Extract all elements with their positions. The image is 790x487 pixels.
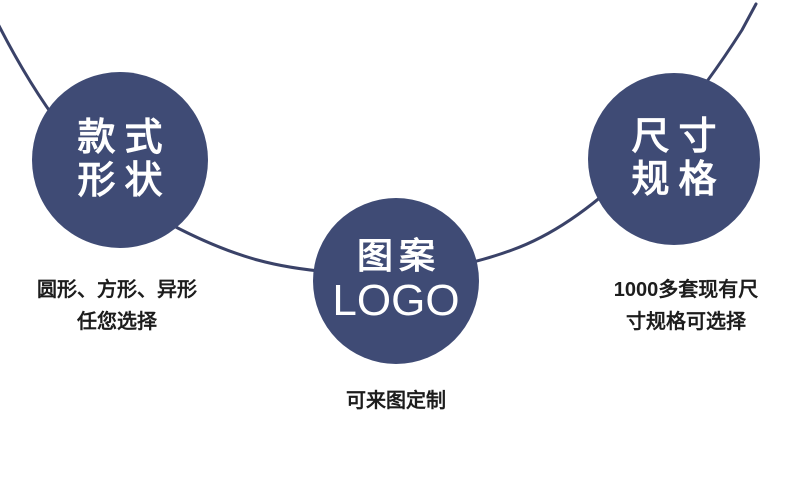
caption-style: 圆形、方形、异形 任您选择 [8, 274, 226, 339]
caption-pattern-line-1: 可来图定制 [346, 390, 446, 412]
node-pattern-line-1: 图案 [356, 235, 441, 277]
caption-size-line-2: 寸规格可选择 [626, 311, 746, 334]
caption-style-line-2: 任您选择 [77, 311, 157, 334]
node-style-line-1: 款式 [77, 117, 172, 160]
node-pattern[interactable]: 图案 LOGO [313, 198, 479, 364]
caption-size: 1000多套现有尺 寸规格可选择 [586, 274, 786, 339]
node-style-line-2: 形状 [77, 160, 172, 202]
node-pattern-line-2: LOGO [332, 276, 460, 326]
node-size-line-1: 尺寸 [631, 116, 726, 159]
node-size[interactable]: 尺寸 规格 [588, 73, 760, 245]
caption-size-line-1: 1000多套现有尺 [613, 279, 759, 301]
node-size-line-2: 规格 [631, 159, 726, 201]
caption-style-line-1: 圆形、方形、异形 [37, 279, 197, 301]
caption-pattern: 可来图定制 [316, 385, 476, 417]
node-style[interactable]: 款式 形状 [32, 72, 208, 248]
